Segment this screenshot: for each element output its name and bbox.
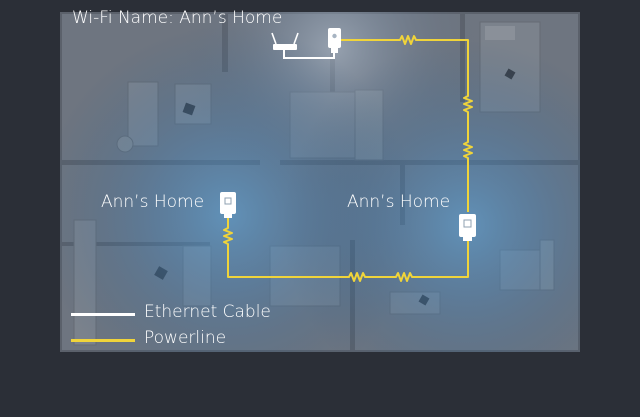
ethernet-cable [283,44,335,59]
powerline-adapter-main-icon [328,28,341,53]
powerline-wiring [223,35,473,282]
router-icon [271,32,299,50]
legend-powerline-label: Powerline [144,328,227,348]
wifi-name-label: Wi-Fi Name: Ann’s Home [72,8,283,28]
extender-right-label: Ann’s Home [347,192,451,212]
legend-ethernet-swatch [71,313,135,316]
powerline-extender-left-icon [220,192,236,218]
extender-left-label: Ann’s Home [101,192,205,212]
powerline-extender-right-icon [459,214,476,241]
legend-powerline-swatch [71,339,135,342]
legend-ethernet-label: Ethernet Cable [144,302,271,322]
